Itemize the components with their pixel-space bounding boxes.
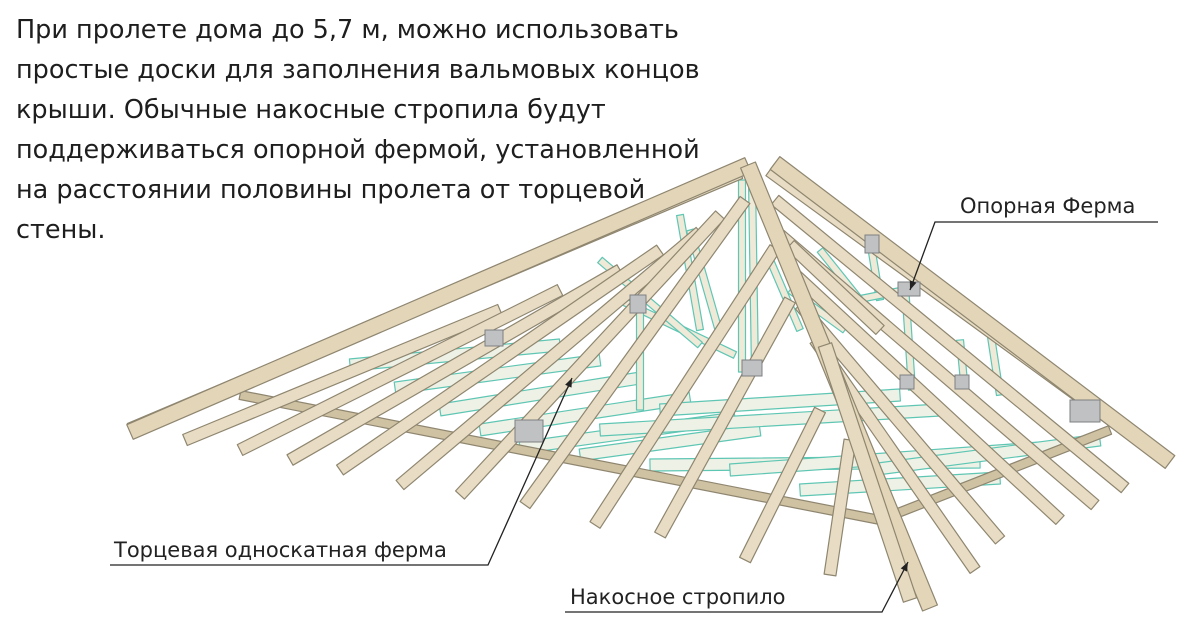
leader-lines (110, 221, 1158, 613)
common-rafter (770, 194, 1130, 494)
common-rafter (182, 303, 503, 447)
gusset-plate (864, 234, 880, 254)
common-rafter (654, 296, 796, 539)
gusset-plate (897, 281, 921, 297)
gusset-plate (741, 359, 763, 377)
connector-plates (484, 234, 1101, 443)
leader-hip-rafter-arrow (900, 562, 908, 572)
common-rafter (738, 406, 827, 564)
gusset-plate (899, 374, 915, 390)
common-rafter (236, 284, 564, 456)
description-text: При пролете дома до 5,7 м, можно использ… (16, 15, 700, 245)
leader-support-truss-arrow (909, 280, 917, 290)
label-end-truss: Торцевая односкатная ферма (114, 538, 447, 562)
label-hip-rafter: Накосное стропило (570, 585, 786, 609)
leader-end-truss (110, 377, 573, 566)
common-rafter (519, 195, 751, 510)
leader-hip-rafter (565, 561, 909, 613)
common-rafter (286, 264, 624, 466)
gusset-plate (484, 329, 504, 347)
gusset-plate (629, 294, 647, 314)
gusset-plate (954, 374, 970, 390)
hip-jack (817, 342, 918, 603)
common-rafter (785, 240, 885, 335)
leader-support-truss (909, 221, 1158, 291)
gusset-plate (514, 419, 544, 443)
common-rafter (823, 438, 857, 577)
common-rafter (336, 244, 665, 476)
gusset-plate (1069, 399, 1101, 423)
common-rafter (589, 244, 781, 529)
leader-end-truss-arrow (565, 378, 572, 388)
label-support-truss: Опорная Ферма (960, 194, 1136, 218)
common-rafter (395, 226, 705, 491)
